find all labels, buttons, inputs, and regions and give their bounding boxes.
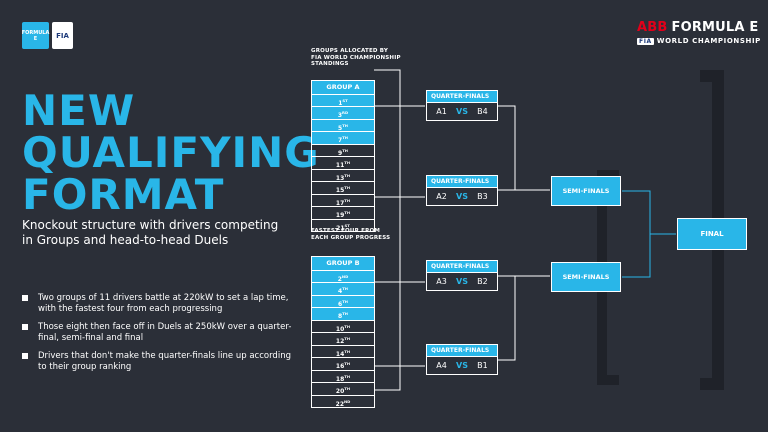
brand-title: FORMULA E <box>671 20 759 35</box>
subtitle: Knockout structure with drivers competin… <box>22 218 279 247</box>
note-line: STANDINGS <box>311 61 349 67</box>
group-cell: 9TH <box>312 145 374 157</box>
qf-driver: A1 <box>436 107 447 116</box>
group-cell: 5TH <box>312 119 374 132</box>
bullet-item: Those eight then face off in Duels at 25… <box>22 322 292 343</box>
group-b-table: GROUP B 2ND 4TH 6TH 8TH 10TH 12TH 14TH 1… <box>311 256 375 408</box>
title-line-1: NEW <box>22 86 136 135</box>
fia-logo: FIA <box>52 22 73 49</box>
semi-final-2: SEMI-FINALS <box>551 262 621 292</box>
quarter-final-4: QUARTER-FINALS A4 VS B1 <box>426 344 498 375</box>
qf-label: QUARTER-FINALS <box>427 91 497 103</box>
group-cell: 1ST <box>312 94 374 107</box>
qf-label: QUARTER-FINALS <box>427 261 497 273</box>
group-cell: 3RD <box>312 107 374 120</box>
fia-badge: FIA <box>637 38 654 45</box>
connector-sf1-final <box>622 190 676 235</box>
qf-matchup: A3 VS B2 <box>427 273 497 290</box>
qf-driver: B3 <box>477 192 488 201</box>
qf-driver: A4 <box>436 361 447 370</box>
formula-e-logo: FORMULA E <box>22 22 49 49</box>
group-cell: 18TH <box>312 371 374 383</box>
group-a-table: GROUP A 1ST 3RD 5TH 7TH 9TH 11TH 13TH 15… <box>311 80 375 232</box>
bullet-list: Two groups of 11 drivers battle at 220kW… <box>22 293 292 380</box>
qf-matchup: A4 VS B1 <box>427 357 497 374</box>
group-cell: 10TH <box>312 321 374 333</box>
connector-qf4-sf2 <box>497 275 550 361</box>
quarter-final-1: QUARTER-FINALS A1 VS B4 <box>426 90 498 121</box>
qf-driver: A3 <box>436 277 447 286</box>
qf-matchup: A1 VS B4 <box>427 103 497 120</box>
bracket-piece <box>597 170 619 180</box>
group-cell: 15TH <box>312 182 374 195</box>
group-cell: 20TH <box>312 383 374 396</box>
note-line: EACH GROUP PROGRESS <box>311 234 391 241</box>
brand-sub-text: WORLD CHAMPIONSHIP <box>656 37 761 45</box>
qf-driver: B2 <box>477 277 488 286</box>
group-cell: 4TH <box>312 283 374 296</box>
vs-label: VS <box>456 107 468 116</box>
title-line-2: QUALIFYING <box>22 128 320 177</box>
vs-label: VS <box>456 192 468 201</box>
note-line: GROUPS ALLOCATED BY <box>311 48 389 54</box>
bullet-item: Two groups of 11 drivers battle at 220kW… <box>22 293 292 314</box>
group-header: GROUP B <box>312 257 374 271</box>
group-cell: 11TH <box>312 157 374 170</box>
group-cell: 22ND <box>335 398 351 408</box>
connector-sf2-final <box>622 234 651 278</box>
qf-driver: B4 <box>477 107 488 116</box>
connector-qf1-sf1 <box>497 105 550 191</box>
qf-driver: B1 <box>477 361 488 370</box>
final-connectors <box>622 190 676 278</box>
title-line-3: FORMAT <box>22 170 225 219</box>
vs-label: VS <box>456 361 468 370</box>
bullet-item: Drivers that don't make the quarter-fina… <box>22 351 292 372</box>
qf-driver: A2 <box>436 192 447 201</box>
qf-label: QUARTER-FINALS <box>427 345 497 357</box>
group-cell: 8TH <box>312 308 374 321</box>
group-cell: 21ST <box>336 222 350 232</box>
group-cell: 2ND <box>312 270 374 283</box>
bracket-piece <box>700 378 724 390</box>
connectors <box>374 69 550 391</box>
semi-final-1: SEMI-FINALS <box>551 176 621 206</box>
group-cell: 6TH <box>312 295 374 308</box>
group-bracket-line <box>374 69 401 391</box>
group-cell: 19TH <box>312 207 374 220</box>
quarter-final-3: QUARTER-FINALS A3 VS B2 <box>426 260 498 291</box>
vs-label: VS <box>456 277 468 286</box>
bracket-piece <box>597 375 619 385</box>
group-cell: 16TH <box>312 358 374 371</box>
abb-logo: ABB <box>637 20 668 35</box>
note-line: FIA WORLD CHAMPIONSHIP <box>311 54 401 61</box>
group-cell: 14TH <box>312 346 374 358</box>
group-cell: 7TH <box>312 132 374 145</box>
quarter-final-2: QUARTER-FINALS A2 VS B3 <box>426 175 498 206</box>
group-header: GROUP A <box>312 81 374 95</box>
group-cell: 17TH <box>312 195 374 207</box>
group-cell: 13TH <box>312 170 374 182</box>
qf-matchup: A2 VS B3 <box>427 188 497 205</box>
allocation-note: GROUPS ALLOCATED BY FIA WORLD CHAMPIONSH… <box>311 48 401 68</box>
group-cell: 12TH <box>312 333 374 346</box>
qf-label: QUARTER-FINALS <box>427 176 497 188</box>
page-title: NEW QUALIFYING FORMAT <box>22 90 320 216</box>
final-box: FINAL <box>677 218 747 250</box>
